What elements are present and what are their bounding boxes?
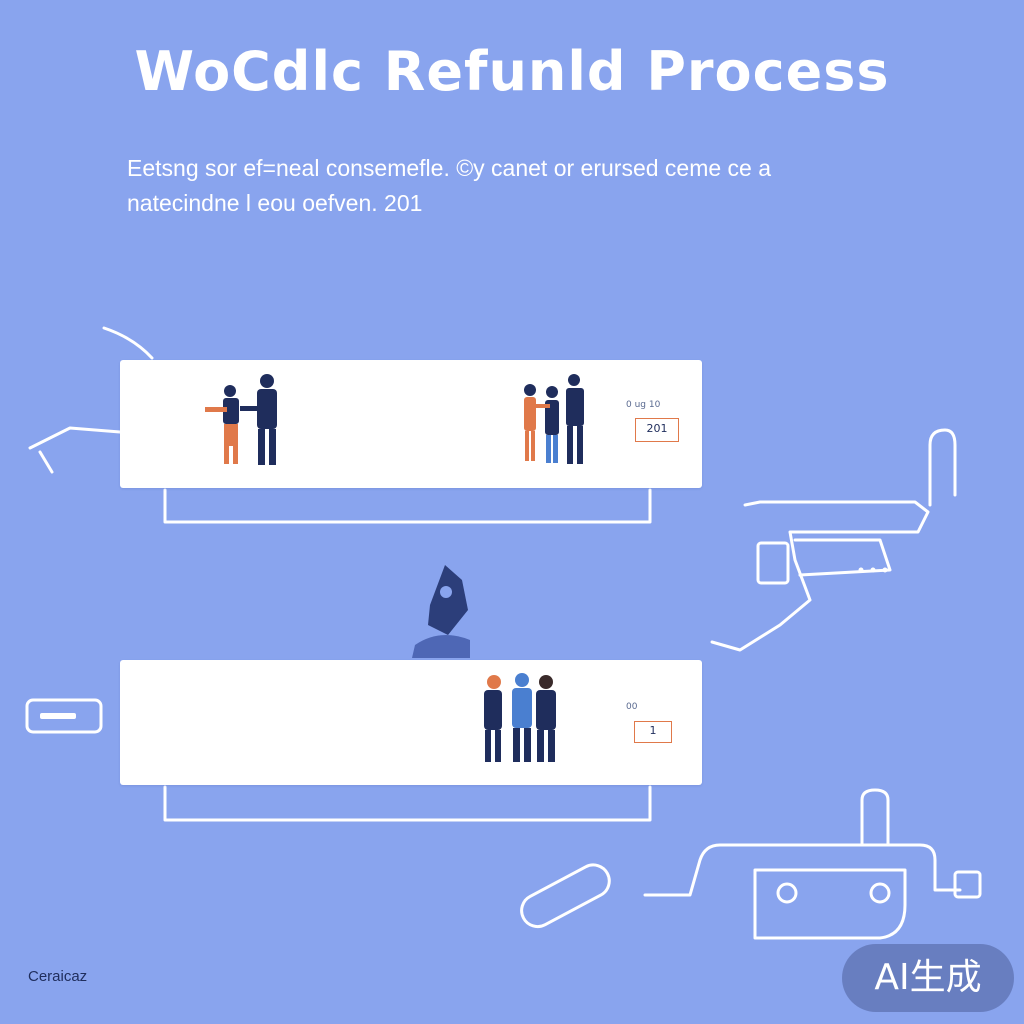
device-port xyxy=(928,428,957,507)
connector-left-top xyxy=(102,326,154,360)
bracket-under-card-1 xyxy=(163,488,652,524)
plug-left xyxy=(25,698,103,734)
device-outline-right xyxy=(710,500,930,652)
step-2-note: 00 xyxy=(626,702,638,712)
step-2-amount-tag: 1 xyxy=(634,721,672,743)
page-title: WoCdlc Refunld Process xyxy=(134,40,890,103)
button-icon-left xyxy=(776,882,798,904)
dot-icon xyxy=(858,567,864,573)
subtitle-line-2: natecindne l eou oefven. 201 xyxy=(127,190,423,216)
device-bottom-right xyxy=(753,868,907,940)
connector-bottom-right xyxy=(643,843,962,897)
plug-left-slot xyxy=(40,713,76,719)
people-pair-illustration xyxy=(205,374,277,465)
port-bottom-right xyxy=(860,788,890,847)
step-card-1: 0 ug 10 201 xyxy=(120,360,702,488)
watermark-text: Ceraicaz xyxy=(28,968,88,985)
device-arm xyxy=(793,538,892,577)
people-group-illustration xyxy=(524,374,584,464)
ai-generated-badge: AI生成 xyxy=(842,944,1014,1012)
step-card-2: 00 1 xyxy=(120,660,702,785)
subtitle-line-1: Eetsng sor ef=neal consemefle. ©y canet … xyxy=(127,155,772,181)
step-1-amount-tag: 201 xyxy=(635,418,679,442)
step-1-note: 0 ug 10 xyxy=(626,400,661,410)
people-trio-illustration xyxy=(484,673,556,762)
arrow-left-icon xyxy=(28,426,122,474)
socket-bottom-right xyxy=(953,870,982,899)
capsule-bottom xyxy=(520,863,611,929)
pointer-figure-icon xyxy=(412,565,470,658)
bracket-under-card-2 xyxy=(163,785,652,822)
device-block xyxy=(756,541,790,585)
button-icon-right xyxy=(869,882,891,904)
